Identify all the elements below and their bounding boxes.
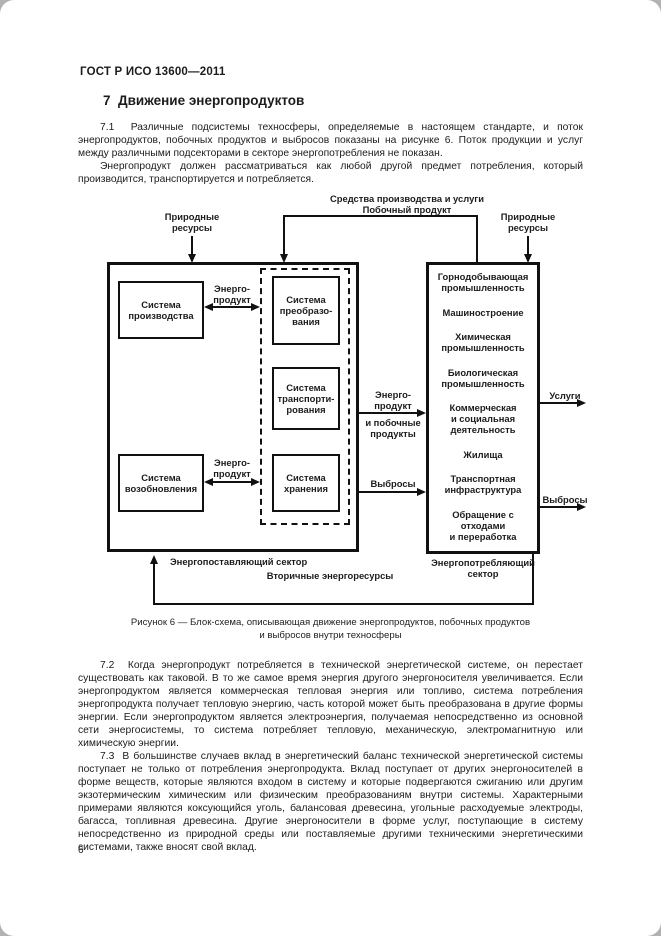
arrowhead-left-icon bbox=[204, 478, 213, 486]
industry-item-mining: Горнодобывающая промышленность bbox=[437, 271, 529, 293]
feedback-left-riser bbox=[153, 563, 155, 605]
industry-item-chemical: Химическая промышленность bbox=[441, 331, 525, 354]
arrowhead-right-icon bbox=[417, 488, 426, 496]
arrowhead-down-icon bbox=[280, 254, 288, 263]
industry-item-commercial: Коммерческая и социальная деятельность bbox=[449, 402, 517, 436]
paragraph-7-2: 7.2 Когда энергопродукт потребляется в т… bbox=[78, 660, 586, 749]
industry-item-biological: Биологическая промышленность bbox=[441, 366, 525, 389]
natural-resources-left-label: Природные ресурсы bbox=[164, 211, 220, 233]
arrowhead-right-icon bbox=[417, 409, 426, 417]
transport-system-box: Система транспорти- рования bbox=[272, 367, 340, 430]
mid-energy-product-line bbox=[359, 412, 418, 414]
feedback-bottom-line bbox=[153, 603, 534, 605]
natural-resources-right-line bbox=[527, 236, 529, 256]
industry-item-housing: Жилища bbox=[463, 448, 503, 460]
services-out-label: Услуги bbox=[549, 390, 581, 401]
industry-item-machinery: Машиностроение bbox=[442, 306, 524, 318]
paragraph-7-1b: Энергопродукт должен рассматриваться как… bbox=[78, 161, 586, 185]
mid-emissions-label: Выбросы bbox=[370, 478, 416, 489]
natural-resources-left-line bbox=[191, 236, 193, 256]
page-number: 6 bbox=[78, 845, 84, 856]
arrowhead-right-icon bbox=[577, 503, 586, 511]
section-heading: 7 Движение энергопродуктов bbox=[103, 93, 305, 108]
supply-sector-label: Энергопоставляющий сектор bbox=[170, 556, 308, 567]
paragraph-7-3: 7.3 В большинстве случаев вклад в энерге… bbox=[78, 751, 586, 853]
feedback-right-riser bbox=[532, 554, 534, 605]
energy-product-label-2: Энерго- продукт bbox=[213, 457, 251, 479]
paragraph-block-7-2-7-3: 7.2 Когда энергопродукт потребляется в т… bbox=[78, 659, 583, 854]
arrowhead-up-icon bbox=[150, 555, 158, 564]
emissions-out-line bbox=[540, 506, 578, 508]
mid-byproducts-label: и побочные продукты bbox=[365, 417, 421, 439]
arrowhead-right-icon bbox=[577, 399, 586, 407]
storage-system-box: Система хранения bbox=[272, 454, 340, 512]
industry-item-waste: Обращение с отходами и переработка bbox=[449, 508, 517, 542]
arrowhead-down-icon bbox=[524, 254, 532, 263]
conversion-group-dashed-box bbox=[260, 268, 350, 525]
consumption-sector-box: Горнодобывающая промышленность Машиностр… bbox=[426, 262, 540, 554]
renewal-system-box: Система возобновления bbox=[118, 454, 204, 512]
top-flow-left-drop bbox=[283, 215, 285, 255]
services-out-line bbox=[540, 402, 578, 404]
mid-energy-product-label: Энерго- продукт bbox=[374, 389, 412, 411]
figure-caption: Рисунок 6 — Блок-схема, описывающая движ… bbox=[130, 617, 531, 641]
mid-emissions-line bbox=[359, 491, 418, 493]
means-of-production-label: Средства производства и услуги Побочный … bbox=[330, 193, 484, 215]
emissions-out-label: Выбросы bbox=[542, 494, 588, 505]
top-flow-right-drop bbox=[476, 215, 478, 263]
energy-product-line-2 bbox=[210, 481, 254, 483]
paragraph-block-7-1: 7.1 Различные подсистемы техносферы, опр… bbox=[78, 121, 583, 186]
arrowhead-down-icon bbox=[188, 254, 196, 263]
arrowhead-right-icon bbox=[251, 478, 260, 486]
secondary-resources-label: Вторичные энергоресурсы bbox=[266, 570, 394, 581]
arrowhead-left-icon bbox=[204, 303, 213, 311]
production-system-box: Система производства bbox=[118, 281, 204, 339]
energy-product-line-1 bbox=[210, 306, 254, 308]
paragraph-7-1: 7.1 Различные подсистемы техносферы, опр… bbox=[78, 122, 586, 159]
natural-resources-right-label: Природные ресурсы bbox=[500, 211, 556, 233]
top-flow-line bbox=[283, 215, 478, 217]
energy-product-label-1: Энерго- продукт bbox=[213, 283, 251, 305]
industry-item-transport-infra: Транспортная инфраструктура bbox=[444, 473, 522, 496]
standard-header: ГОСТ Р ИСО 13600—2011 bbox=[80, 66, 226, 78]
arrowhead-right-icon bbox=[251, 303, 260, 311]
consumption-sector-label: Энергопотребляющий сектор bbox=[431, 557, 535, 579]
conversion-system-box: Система преобразо- вания bbox=[272, 276, 340, 345]
